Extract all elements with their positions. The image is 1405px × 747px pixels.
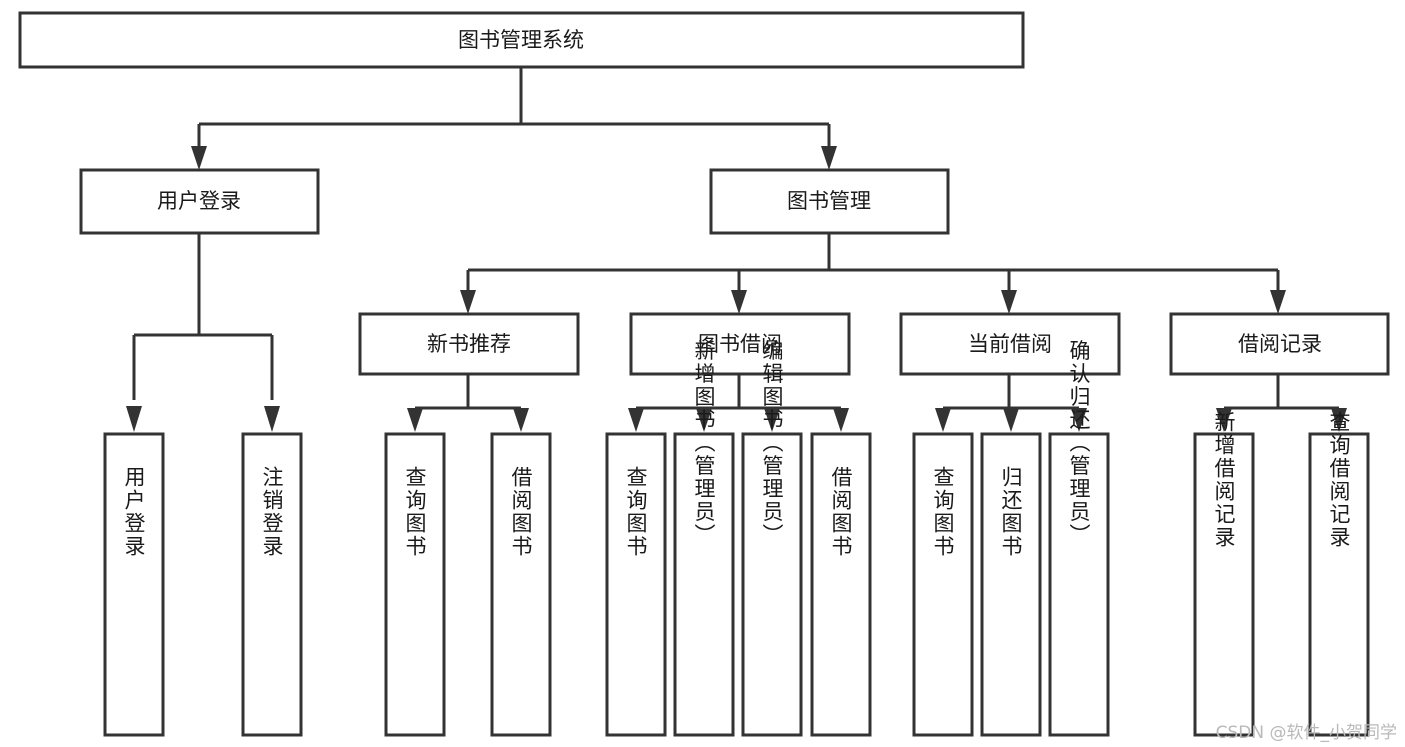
node-leaf-add-book[interactable]: 新增图书（管理员） <box>673 340 735 737</box>
connector-nbr-to-leaves <box>413 374 523 420</box>
node-leaf-confirm-return-box[interactable] <box>1048 432 1110 737</box>
node-leaf-add-record-box[interactable] <box>1193 432 1255 737</box>
node-user-login[interactable]: 用户登录 <box>79 168 320 235</box>
node-book-borrow-label: 图书借阅 <box>698 332 782 356</box>
node-leaf-confirm-return[interactable]: 确认归还（管理员） <box>1048 340 1110 737</box>
node-leaf-query-record-label: 查询借阅记录 <box>1327 411 1351 549</box>
arrow-head-user-login <box>191 146 207 170</box>
arrow-head-leaf-confirm-return <box>1071 408 1087 432</box>
node-leaf-add-record[interactable]: 新增借阅记录 <box>1193 411 1255 737</box>
connector-bm-to-level3 <box>466 233 1280 300</box>
arrow-head-current-borrow <box>1001 290 1017 314</box>
node-leaf-query-book-2-label: 查询图书 <box>624 466 648 558</box>
node-leaf-borrow-book-1-label: 借阅图书 <box>509 466 533 558</box>
node-root-box[interactable] <box>18 11 1025 69</box>
node-leaf-query-book-1-box[interactable] <box>384 432 446 737</box>
node-current-borrow-label: 当前借阅 <box>968 332 1052 356</box>
node-leaf-query-record[interactable]: 查询借阅记录 <box>1308 411 1370 737</box>
node-leaf-add-book-box[interactable] <box>673 432 735 737</box>
arrow-head-leaf-user-login <box>126 406 142 432</box>
node-leaf-query-book-2-box[interactable] <box>605 432 667 737</box>
node-leaf-return-book-label: 归还图书 <box>999 466 1023 558</box>
node-current-borrow-box[interactable] <box>899 312 1121 376</box>
node-leaf-borrow-book-2[interactable]: 借阅图书 <box>810 432 872 737</box>
arrow-head-leaf-logout <box>264 406 280 432</box>
connector-group-new-book-recommend <box>407 374 529 432</box>
node-new-book-recommend-box[interactable] <box>358 312 580 376</box>
node-borrow-record[interactable]: 借阅记录 <box>1169 312 1390 376</box>
node-leaf-borrow-book-1-box[interactable] <box>490 432 552 737</box>
node-leaf-user-login-box[interactable] <box>103 432 165 737</box>
node-new-book-recommend[interactable]: 新书推荐 <box>358 312 580 376</box>
connector-group-book-borrow <box>628 374 849 432</box>
node-book-borrow-box[interactable] <box>629 312 851 376</box>
node-leaf-query-book-1-label: 查询图书 <box>403 466 427 558</box>
node-leaf-query-book-3-box[interactable] <box>912 432 974 737</box>
node-leaf-add-record-label: 新增借阅记录 <box>1212 411 1236 549</box>
node-root[interactable]: 图书管理系统 <box>18 11 1025 69</box>
node-root-label: 图书管理系统 <box>458 28 584 52</box>
node-leaf-query-book-2[interactable]: 查询图书 <box>605 432 667 737</box>
arrow-head-new-book-recommend <box>460 290 476 314</box>
node-leaf-confirm-return-label: 确认归还（管理员） <box>1067 340 1091 547</box>
connector-group-user-login <box>126 233 280 432</box>
connector-group-book-management <box>460 233 1286 314</box>
arrow-head-leaf-add-book <box>696 408 712 432</box>
node-leaf-return-book[interactable]: 归还图书 <box>980 432 1042 737</box>
node-user-login-box[interactable] <box>79 168 320 235</box>
node-leaf-add-book-label: 新增图书（管理员） <box>692 340 716 547</box>
node-user-login-label: 用户登录 <box>157 189 241 213</box>
connector-group-current-borrow <box>935 374 1087 432</box>
node-book-management-box[interactable] <box>709 168 950 235</box>
node-new-book-recommend-label: 新书推荐 <box>427 332 511 356</box>
node-leaf-query-book-3[interactable]: 查询图书 <box>912 432 974 737</box>
node-borrow-record-box[interactable] <box>1169 312 1390 376</box>
node-current-borrow[interactable]: 当前借阅 <box>899 312 1121 376</box>
csdn-watermark: CSDN @软件_小贺同学 <box>1215 723 1397 743</box>
arrow-head-leaf-add-record <box>1216 408 1232 432</box>
arrow-head-book-borrow <box>731 290 747 314</box>
connector-group-borrow-record <box>1216 374 1347 432</box>
node-leaf-user-login-label: 用户登录 <box>122 466 146 558</box>
arrow-head-leaf-borrow-book-2 <box>833 408 849 432</box>
connector-group-root <box>191 67 837 170</box>
node-leaf-edit-book-box[interactable] <box>741 432 803 737</box>
node-borrow-record-label: 借阅记录 <box>1238 332 1322 356</box>
node-leaf-logout-box[interactable] <box>241 432 303 737</box>
node-leaf-borrow-book-2-label: 借阅图书 <box>829 466 853 558</box>
arrow-head-borrow-record <box>1270 290 1286 314</box>
node-leaf-query-record-box[interactable] <box>1308 432 1370 737</box>
node-leaf-borrow-book-2-box[interactable] <box>810 432 872 737</box>
arrow-head-leaf-borrow-book-1 <box>513 408 529 432</box>
arrow-head-leaf-edit-book <box>764 408 780 432</box>
node-leaf-logout-label: 注销登录 <box>260 466 284 558</box>
node-leaf-edit-book-label: 编辑图书（管理员） <box>760 340 784 547</box>
node-leaf-return-book-box[interactable] <box>980 432 1042 737</box>
connector-bb-to-leaves <box>634 374 843 420</box>
arrow-head-book-management <box>821 146 837 170</box>
node-leaf-query-book-3-label: 查询图书 <box>931 466 955 558</box>
connector-br-to-leaves <box>1222 374 1341 420</box>
node-leaf-user-login[interactable]: 用户登录 <box>103 432 165 737</box>
connector-ul-to-leaves <box>132 233 274 400</box>
node-leaf-logout[interactable]: 注销登录 <box>241 432 303 737</box>
connector-root-to-level2 <box>197 67 831 156</box>
node-leaf-borrow-book-1[interactable]: 借阅图书 <box>490 432 552 737</box>
arrow-head-leaf-query-record <box>1331 408 1347 432</box>
arrow-head-leaf-query-book-2 <box>628 408 644 432</box>
arrow-head-leaf-return-book <box>1003 408 1019 432</box>
arrow-head-leaf-query-book-3 <box>935 408 951 432</box>
node-book-borrow[interactable]: 图书借阅 <box>629 312 851 376</box>
node-leaf-query-book-1[interactable]: 查询图书 <box>384 432 446 737</box>
node-leaf-edit-book[interactable]: 编辑图书（管理员） <box>741 340 803 737</box>
arrow-head-leaf-query-book-1 <box>407 408 423 432</box>
node-book-management[interactable]: 图书管理 <box>709 168 950 235</box>
node-book-management-label: 图书管理 <box>787 189 871 213</box>
